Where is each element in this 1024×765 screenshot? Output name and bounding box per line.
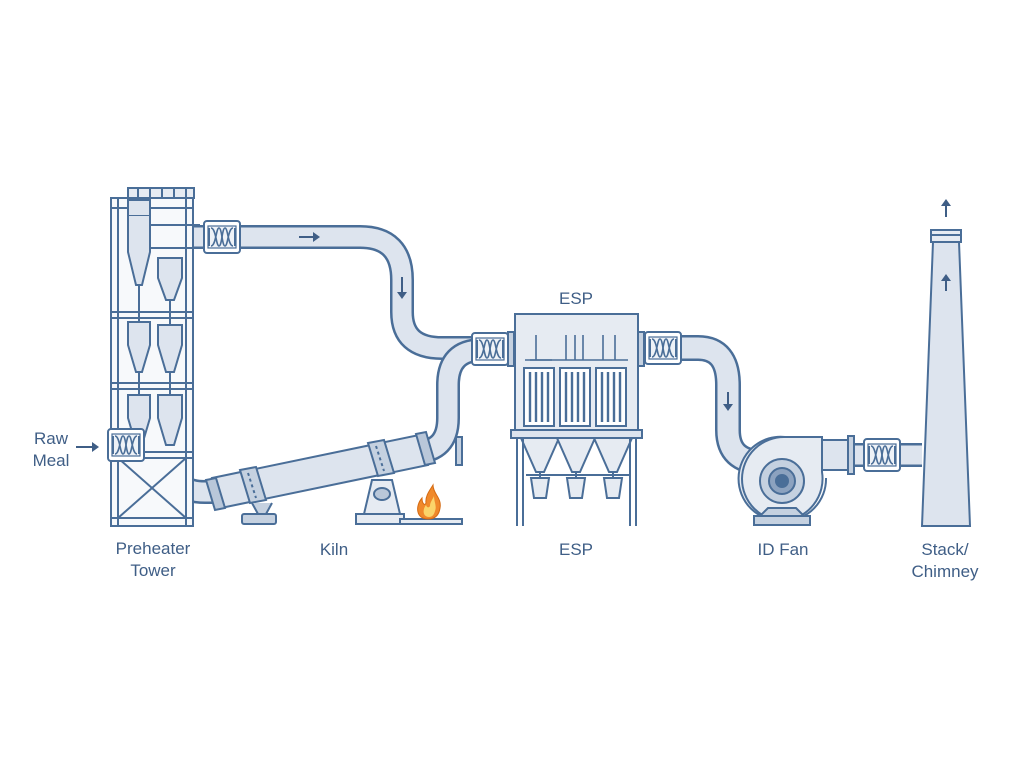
raw-meal-label-line2: Meal bbox=[32, 451, 70, 470]
preheater-tower-label-line2: Tower bbox=[130, 561, 176, 580]
preheater-tower bbox=[110, 187, 200, 527]
flame-icon bbox=[417, 483, 441, 520]
flow-arrow-icon bbox=[299, 232, 320, 242]
esp-top-label: ESP bbox=[558, 289, 594, 308]
flow-arrows bbox=[76, 199, 951, 452]
expansion-joint-icon bbox=[203, 220, 241, 254]
expansion-joint-icon bbox=[644, 331, 682, 365]
stack-chimney-label: Stack/ Chimney bbox=[895, 539, 995, 583]
kiln-label: Kiln bbox=[319, 540, 349, 559]
id-fan-label: ID Fan bbox=[757, 540, 809, 559]
flow-arrow-icon bbox=[941, 199, 951, 217]
esp-bottom-label: ESP bbox=[558, 540, 594, 559]
raw-meal-label-line1: Raw bbox=[33, 429, 68, 448]
expansion-joint-icon bbox=[863, 438, 901, 472]
raw-meal-label: Raw Meal bbox=[20, 428, 82, 472]
expansion-joint-icon bbox=[107, 428, 145, 462]
id-fan bbox=[737, 435, 855, 526]
stack-chimney bbox=[920, 229, 972, 527]
duct-esp-to-fan bbox=[638, 335, 763, 475]
flow-arrow-icon bbox=[76, 442, 99, 452]
electrostatic-precipitator bbox=[510, 313, 643, 526]
flow-arrow-icon bbox=[723, 392, 733, 411]
expansion-joint-icon bbox=[471, 332, 509, 366]
flow-arrow-icon bbox=[397, 277, 407, 299]
preheater-tower-label-line1: Preheater bbox=[115, 539, 191, 558]
stack-chimney-label-line1: Stack/ bbox=[921, 540, 969, 559]
preheater-tower-label: Preheater Tower bbox=[92, 538, 214, 582]
stack-chimney-label-line2: Chimney bbox=[911, 562, 979, 581]
flow-arrow-icon bbox=[941, 274, 951, 291]
rotary-kiln bbox=[204, 430, 463, 525]
expansion-joint-icons bbox=[107, 220, 901, 472]
